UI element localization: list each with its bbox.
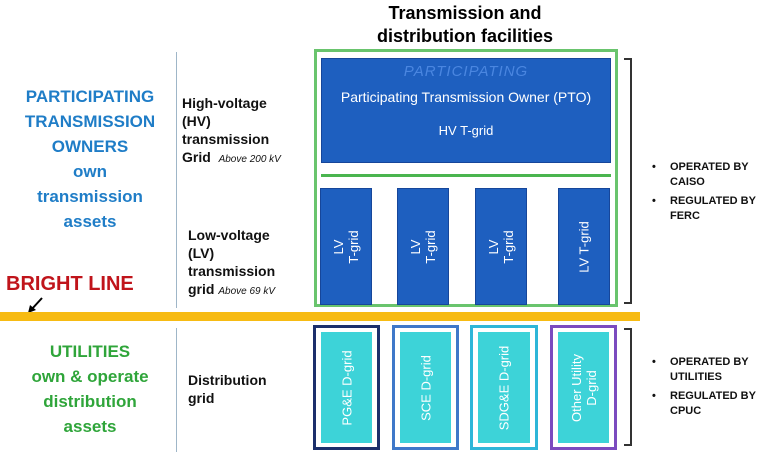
hv-grid-label: High-voltage (HV) transmission Grid Abov… xyxy=(182,95,281,165)
transmission-bracket xyxy=(624,58,632,304)
pge-d-grid-box: PG&E D-grid xyxy=(313,325,380,450)
pto-label: Participating Transmission Owner (PTO) xyxy=(340,89,592,105)
lv-voltage-note: Above 69 kV xyxy=(218,286,276,297)
diagram-title: Transmission and distribution facilities xyxy=(376,3,554,46)
regulated-by-ferc: REGULATED BY FERC xyxy=(652,194,764,224)
sce-d-grid-box: SCE D-grid xyxy=(392,325,459,450)
utilities-label: UTILITIES own & operate distribution ass… xyxy=(31,342,149,436)
operated-by-utilities: OPERATED BY UTILITIES xyxy=(652,355,764,385)
bright-line-bar xyxy=(0,312,640,321)
hv-ghost-text: PARTICIPATING xyxy=(403,63,529,80)
hv-voltage-note: Above 200 kV xyxy=(218,154,281,165)
lv-t-grid-box-4: LV T-grid xyxy=(558,188,610,305)
lv-grid-label: Low-voltage (LV) transmission grid Above… xyxy=(188,227,276,297)
divider-bottom xyxy=(176,328,177,452)
sdge-d-grid-box: SDG&E D-grid xyxy=(470,325,538,450)
transmission-frame xyxy=(314,49,618,307)
arrow-down-left-icon xyxy=(28,297,43,313)
distribution-grid-label: Distribution grid xyxy=(188,372,267,406)
operated-by-caiso: OPERATED BY CAISO xyxy=(652,160,764,190)
divider-top xyxy=(176,52,177,308)
participating-owners-label: PARTICIPATING TRANSMISSION OWNERS own tr… xyxy=(24,87,156,231)
distribution-bracket xyxy=(624,328,632,446)
hv-lv-separator xyxy=(321,174,611,177)
bright-line-label: BRIGHT LINE xyxy=(6,273,134,295)
hv-t-grid-box: PARTICIPATING Participating Transmission… xyxy=(321,58,611,163)
distribution-oversight-list: OPERATED BY UTILITIES REGULATED BY CPUC xyxy=(652,355,764,423)
regulated-by-cpuc: REGULATED BY CPUC xyxy=(652,389,764,419)
transmission-oversight-list: OPERATED BY CAISO REGULATED BY FERC xyxy=(652,160,764,228)
hv-grid-text: HV T-grid xyxy=(438,123,494,138)
